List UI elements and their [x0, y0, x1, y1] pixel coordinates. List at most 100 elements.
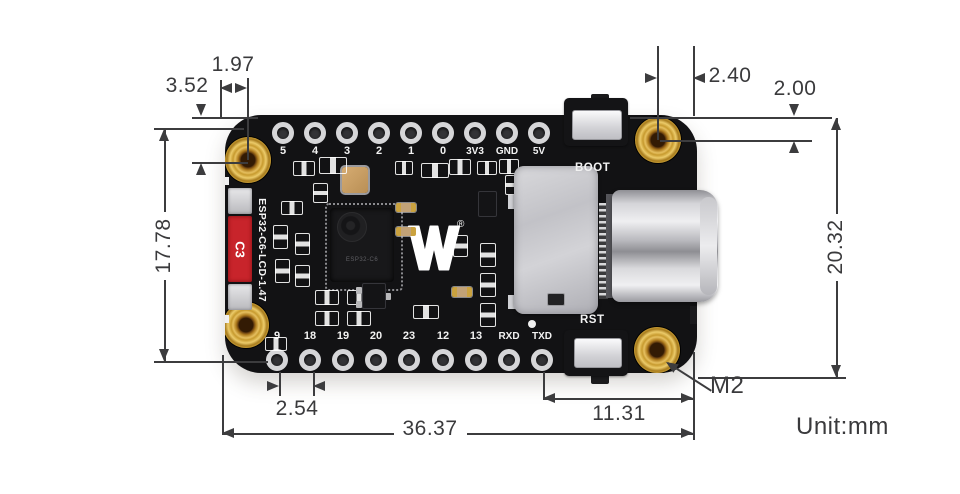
pin-label: 20 — [369, 330, 383, 342]
dim-arrow — [645, 73, 657, 83]
chip-marking-text: ESP32-C6 — [345, 257, 379, 263]
shield-tab — [508, 295, 516, 309]
component-leg — [385, 293, 391, 300]
dim-label-row-spacing: 17.78 — [152, 218, 175, 274]
pin-hole — [400, 122, 422, 144]
pcb-footprint — [347, 311, 371, 326]
smd-resistor — [396, 227, 416, 236]
dim-arrow — [693, 73, 705, 83]
pcb-footprint — [265, 337, 287, 351]
ext-line-left-hole — [247, 78, 249, 160]
pin-label: 3 — [343, 145, 351, 157]
pin-label: TXD — [532, 331, 552, 342]
dim-line-board-width — [467, 433, 693, 435]
pin-label: 2 — [375, 145, 383, 157]
ext-line-bottom-header-row — [154, 361, 268, 363]
dim-label-hole-to-right-edge: 2.40 — [708, 64, 752, 87]
dim-arrow — [831, 118, 841, 130]
pcb-footprint — [413, 305, 439, 319]
pcb-footprint — [395, 161, 413, 175]
pcb-footprint — [295, 265, 310, 287]
dim-label-board-height: 20.32 — [824, 219, 847, 275]
test-pad — [528, 320, 536, 328]
dim-arrow — [196, 104, 206, 116]
m2-leader-arrow — [663, 357, 679, 373]
silkscreen-mark — [225, 315, 229, 323]
pcb-footprint — [421, 163, 449, 178]
dim-arrow — [789, 141, 799, 153]
pcb-footprint — [275, 259, 290, 283]
dim-label-pin-offset: 1.97 — [211, 53, 255, 76]
pcb-footprint — [315, 311, 339, 326]
pcb-footprint — [480, 303, 496, 327]
ext-line-top-edge-right — [630, 117, 832, 119]
component-leg — [356, 287, 362, 294]
led-component — [228, 284, 252, 310]
pin-label: 4 — [311, 145, 319, 157]
boot-switch-button — [572, 110, 622, 140]
dim-arrow — [235, 83, 247, 93]
shield-component — [547, 293, 565, 306]
dim-line-board-width — [222, 433, 394, 435]
pin-hole — [528, 122, 550, 144]
dim-line-row-spacing — [164, 129, 166, 212]
dim-label-board-width: 36.37 — [402, 417, 458, 440]
silkscreen-mark — [225, 177, 229, 185]
pin-hole — [332, 349, 354, 371]
reset-button-label: RST — [580, 314, 605, 326]
ext-line-bottom-edge-right — [698, 377, 846, 379]
dim-label-top-to-left-hole: 3.52 — [165, 74, 209, 97]
pcb-footprint — [313, 183, 328, 203]
ext-line-top-edge-left — [192, 117, 258, 119]
pin-label: 13 — [469, 330, 483, 342]
pcb-footprint — [319, 157, 347, 174]
edge-component — [690, 306, 697, 324]
pin-label: 1 — [407, 145, 415, 157]
pin-hole — [299, 349, 321, 371]
ext-line-txd — [543, 372, 545, 398]
pin-hole — [531, 349, 553, 371]
ext-line-top-header-row — [154, 128, 244, 130]
dim-label-txd-to-edge: 11.31 — [592, 402, 646, 425]
ext-line-left-hole-center — [192, 162, 248, 164]
usb-c-front-face — [700, 197, 717, 295]
chip-logo-swirl — [337, 212, 367, 242]
pin-label: 9 — [273, 330, 281, 342]
ext-line-right-hole — [657, 46, 659, 140]
esp32-c6-chip: ESP32-C6 — [330, 208, 394, 282]
ext-line-right-hole-center — [660, 140, 812, 142]
ext-line-right-edge-bottom — [693, 352, 695, 440]
dim-arrow — [543, 393, 555, 403]
pin-label: 12 — [436, 330, 450, 342]
dim-arrow — [196, 163, 206, 175]
pin-hole — [272, 122, 294, 144]
dim-arrow — [159, 129, 169, 141]
pin-hole — [368, 122, 390, 144]
ext-line-pin5 — [220, 80, 222, 117]
dim-arrow — [267, 381, 279, 391]
pin-label: GND — [495, 146, 519, 157]
pin-label: 3V3 — [466, 146, 484, 157]
pin-label: 18 — [303, 330, 317, 342]
pin-label: 5 — [279, 145, 287, 157]
pin-label: 0 — [439, 145, 447, 157]
dim-line-board-height — [836, 281, 838, 377]
boot-button-label: BOOT — [575, 162, 611, 174]
pin-hole — [398, 349, 420, 371]
c3-component: C3 — [228, 216, 252, 282]
pin-hole — [432, 122, 454, 144]
pin-hole — [496, 122, 518, 144]
dim-label-pin-pitch: 2.54 — [275, 397, 319, 420]
component-leg — [356, 301, 362, 308]
led-component — [228, 188, 252, 214]
dim-arrow — [159, 349, 169, 361]
dim-label-top-to-right-hole: 2.00 — [773, 77, 817, 100]
pin-label: 23 — [402, 330, 416, 342]
pin-hole — [266, 349, 288, 371]
smd-regulator — [362, 283, 386, 309]
pcb-footprint — [295, 233, 310, 255]
dim-arrow — [313, 381, 325, 391]
pin-hole — [365, 349, 387, 371]
pcb-footprint — [281, 201, 303, 215]
